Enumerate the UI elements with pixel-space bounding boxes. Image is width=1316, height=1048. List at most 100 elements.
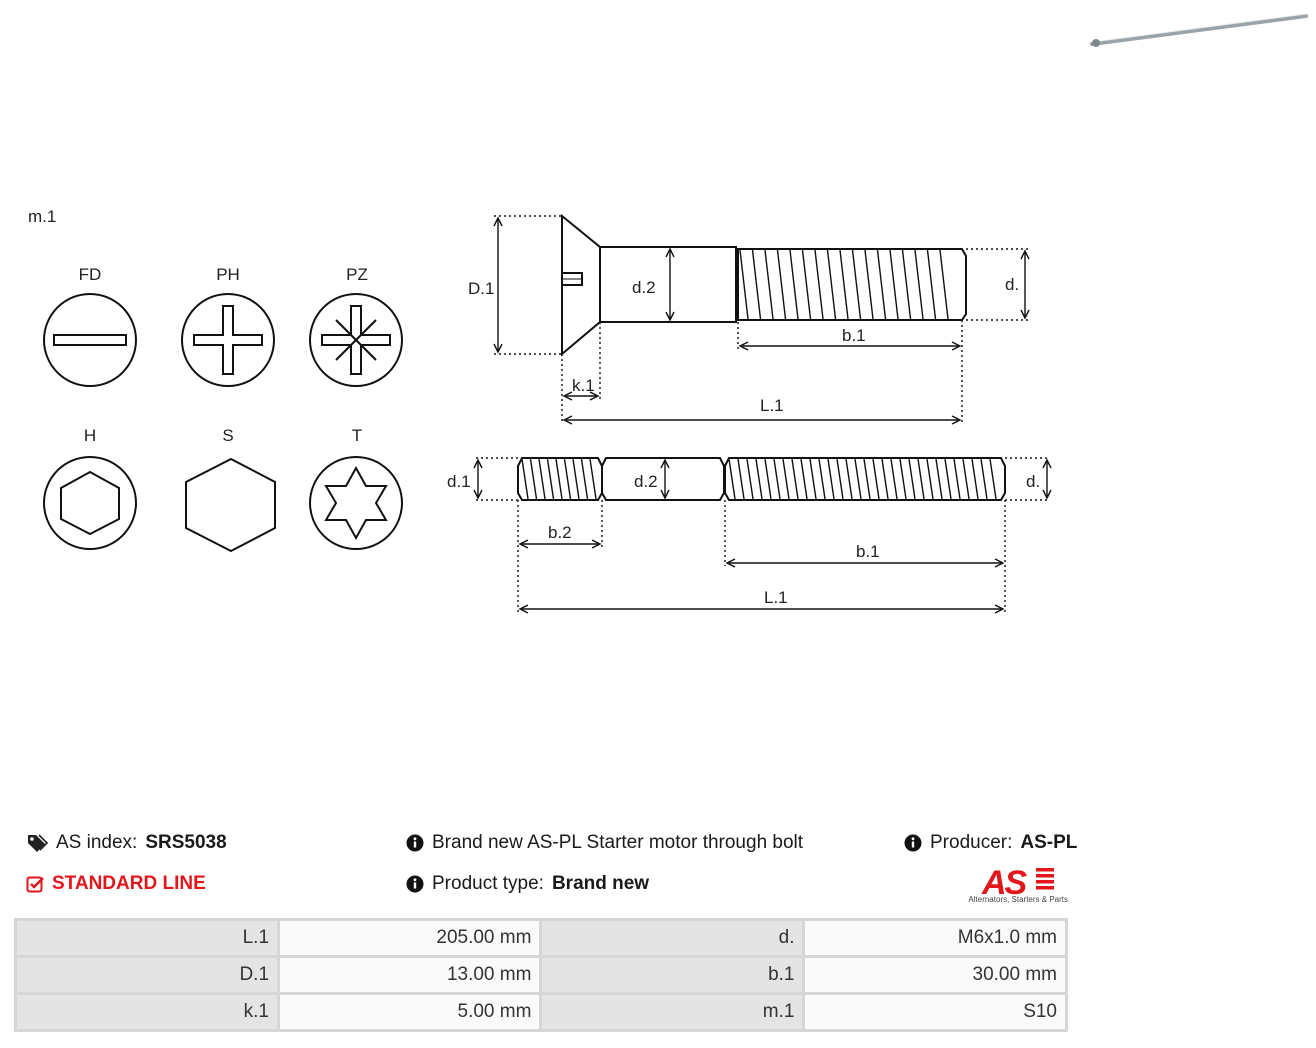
technical-drawing: m.1 FD PH PZ H S T [28,207,1052,614]
info-icon [406,834,424,852]
spec-value: 13.00 mm [280,958,540,992]
thread-line [881,458,889,500]
phillips-drive-icon [181,293,275,387]
thread-line [926,249,937,320]
thread-line [764,458,772,500]
spec-value: 5.00 mm [280,995,540,1029]
drive-label-pz: PZ [346,265,368,284]
thread-line [980,458,988,500]
thread-line [739,249,749,320]
spec-key: b.1 [542,958,803,992]
tags-icon [26,833,48,853]
thread-line [864,249,874,320]
dim-label-d-upper: d. [1005,275,1019,294]
as-pl-logo: AS [981,864,1054,902]
line-badge-row: STANDARD LINE [26,873,206,895]
producer-row: Producer: AS-PL [904,832,1077,854]
thread-line [989,458,997,500]
thread-line [764,249,774,320]
description-row: Brand new AS-PL Starter motor through bo… [406,832,803,854]
logo-tagline: Alternators, Starters & Parts [968,895,1068,904]
spec-key: d. [542,921,803,955]
thread-line [751,249,762,320]
spec-key: L.1 [17,921,278,955]
stud-bolt-drawing [473,457,1052,614]
countersunk-bolt-drawing [493,213,1030,425]
thread-line [899,458,907,500]
thread-line [563,458,572,500]
dim-label-b1-upper: b.1 [842,326,866,345]
thread-line [789,249,799,320]
specs-table: L.1 205.00 mm d. M6x1.0 mm D.1 13.00 mm … [14,918,1068,1032]
spec-key: k.1 [17,995,278,1029]
thread-line [589,458,597,500]
thread-line [944,458,952,500]
producer-value: AS-PL [1020,832,1078,853]
dim-label-b2: b.2 [548,523,572,542]
thread-line [746,458,754,500]
thread-line [872,458,880,500]
thread-line [962,458,970,500]
dim-label-d2-upper: d.2 [632,278,656,297]
drive-label-t: T [352,426,362,445]
thread-line [845,458,853,500]
check-square-icon [26,875,44,893]
thread-line [728,458,736,500]
spec-key: m.1 [542,995,803,1029]
drive-label-ph: PH [216,265,240,284]
thread-line [863,458,871,500]
dim-label-d2-lower: d.2 [634,472,658,491]
table-row: k.1 5.00 mm m.1 S10 [17,995,1065,1029]
thread-line [800,458,808,500]
thread-line [836,458,844,500]
drive-section-label: m.1 [28,207,56,226]
producer-label: Producer: [930,832,1013,853]
product-type-row: Product type: Brand new [406,873,649,895]
thread-line [529,458,538,500]
thread-line [953,458,961,500]
as-index-value: SRS5038 [145,832,227,853]
spec-value: 30.00 mm [805,958,1065,992]
hex-head-drive-icon [185,457,276,553]
product-description: Brand new AS-PL Starter motor through bo… [432,832,804,853]
thread-line [521,458,529,500]
torx-drive-icon [309,456,403,550]
dim-label-L1-lower: L.1 [764,588,788,607]
slot-drive-icon [43,293,137,387]
thread-line [572,458,580,500]
info-icon [406,875,424,893]
dim-label-k1: k.1 [572,376,595,395]
thread-line [776,249,787,320]
thread-line [926,458,934,500]
thread-line [935,458,943,500]
thread-line [971,458,979,500]
thread-line [854,458,862,500]
thread-line [818,458,826,500]
dim-label-b1-lower: b.1 [856,542,880,561]
spec-value: S10 [805,995,1065,1029]
dim-label-d-lower: d. [1026,472,1040,491]
thread-line [801,249,812,320]
thread-line [782,458,790,500]
thread-line [809,458,817,500]
dim-label-L1-upper: L.1 [760,396,784,415]
thread-line [939,249,949,320]
thread-line [908,458,916,500]
thread-line [737,458,745,500]
thread-line [791,458,799,500]
thread-line [773,458,781,500]
table-row: D.1 13.00 mm b.1 30.00 mm [17,958,1065,992]
as-index-row: AS index: SRS5038 [26,832,227,854]
spec-key: D.1 [17,958,278,992]
thread-line [901,249,912,320]
thread-line [826,249,837,320]
standard-line-label: STANDARD LINE [52,873,206,894]
dim-label-D1: D.1 [468,279,494,298]
spec-value: 205.00 mm [280,921,540,955]
thread-line [546,458,555,500]
product-thumbnail [1090,13,1308,47]
thread-line [755,458,763,500]
info-icon [904,834,922,852]
drive-label-fd: FD [79,265,102,284]
thread-line [538,458,546,500]
